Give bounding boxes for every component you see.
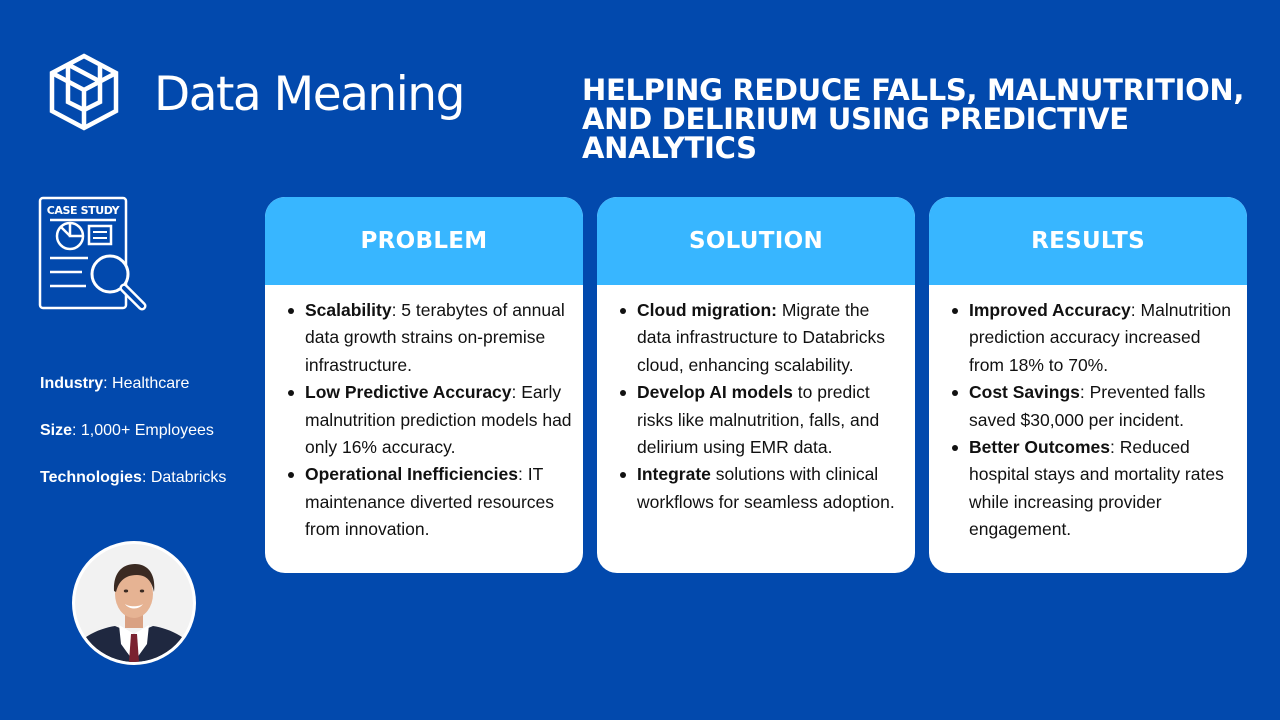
list-item: Operational Inefficiencies: IT maintenan… <box>287 461 575 543</box>
meta-industry: Industry: Healthcare <box>40 375 190 392</box>
brand-logo: Data Meaning <box>48 52 465 132</box>
list-item: Cloud migration: Migrate the data infras… <box>619 297 907 379</box>
list-item: Low Predictive Accuracy: Early malnutrit… <box>287 379 575 461</box>
card-header: RESULTS <box>929 197 1247 285</box>
meta-size: Size: 1,000+ Employees <box>40 422 214 439</box>
list-item: Scalability: 5 terabytes of annual data … <box>287 297 575 379</box>
card-header: SOLUTION <box>597 197 915 285</box>
card-body: Cloud migration: Migrate the data infras… <box>597 285 915 516</box>
case-study-badge: CASE STUDY <box>47 204 121 217</box>
cube-logo-icon <box>49 53 119 131</box>
card-body: Improved Accuracy: Malnutrition predicti… <box>929 285 1247 544</box>
case-study-icon: CASE STUDY <box>38 196 150 319</box>
card-title: RESULTS <box>1031 228 1145 254</box>
meta-technologies: Technologies: Databricks <box>40 469 227 486</box>
card-header: PROBLEM <box>265 197 583 285</box>
company-meta: Industry: Healthcare Size: 1,000+ Employ… <box>40 374 226 515</box>
avatar <box>72 541 196 665</box>
card-problem: PROBLEM Scalability: 5 terabytes of annu… <box>265 197 583 573</box>
card-solution: SOLUTION Cloud migration: Migrate the da… <box>597 197 915 573</box>
brand-name: Data Meaning <box>154 66 465 122</box>
list-item: Better Outcomes: Reduced hospital stays … <box>951 434 1239 544</box>
card-results: RESULTS Improved Accuracy: Malnutrition … <box>929 197 1247 573</box>
list-item: Integrate solutions with clinical workfl… <box>619 461 907 516</box>
person-portrait-icon <box>75 544 193 662</box>
card-title: PROBLEM <box>360 228 488 254</box>
page-title: HELPING REDUCE FALLS, MALNUTRITION, AND … <box>582 73 1245 165</box>
card-body: Scalability: 5 terabytes of annual data … <box>265 285 583 544</box>
list-item: Improved Accuracy: Malnutrition predicti… <box>951 297 1239 379</box>
list-item: Develop AI models to predict risks like … <box>619 379 907 461</box>
list-item: Cost Savings: Prevented falls saved $30,… <box>951 379 1239 434</box>
card-title: SOLUTION <box>688 228 824 254</box>
